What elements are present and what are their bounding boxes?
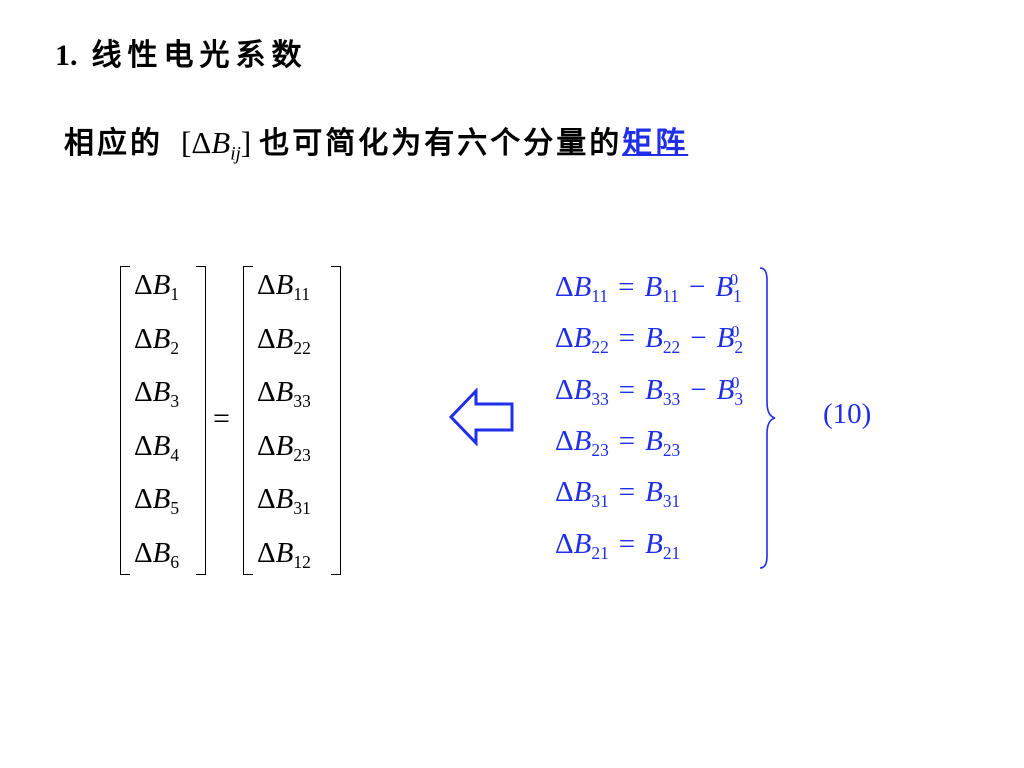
equals-operator: =: [618, 527, 636, 560]
equation-row: ΔB21 = B21: [555, 528, 680, 564]
left-vector-entry: ΔB3: [134, 376, 179, 412]
right-vector-entry: ΔB11: [257, 269, 310, 305]
b-term: B20: [716, 321, 744, 358]
delta-b-symbol: ΔB23: [257, 429, 311, 465]
right-bracket: [196, 266, 206, 575]
hollow-left-arrow-icon: [448, 388, 514, 446]
delta-b-symbol: ΔB4: [134, 429, 180, 465]
b-term: ΔB23: [555, 424, 609, 460]
sentence-suffix: 也可简化为有六个分量的: [259, 126, 623, 161]
b-term: B30: [716, 373, 744, 409]
slide-heading: 1. 线性电光系数: [55, 30, 308, 74]
equals-operator: =: [618, 476, 636, 508]
equation-row: ΔB31 = B31: [555, 476, 680, 512]
minus-operator: −: [690, 373, 707, 406]
right-vector-entry: ΔB33: [257, 376, 311, 412]
delta-b-symbol: ΔB31: [257, 483, 311, 519]
b-term: B23: [645, 424, 681, 460]
delta-b-ij-symbol: [ΔBij]: [181, 125, 252, 165]
b-term: ΔB22: [555, 322, 609, 358]
left-vector-entry: ΔB5: [134, 483, 179, 519]
equation-number: (10): [823, 398, 872, 430]
minus-operator: −: [690, 322, 707, 355]
left-vector-entry: ΔB6: [134, 537, 179, 573]
equation-row: ΔB22 = B22−B20: [555, 321, 744, 359]
equals-operator: =: [618, 322, 636, 355]
delta-b-symbol: ΔB5: [134, 483, 180, 519]
delta-b-symbol: ΔB22: [257, 322, 311, 358]
delta-b-symbol: ΔB11: [257, 269, 311, 305]
left-bracket: [120, 266, 130, 575]
delta-b-symbol: ΔB33: [257, 376, 311, 412]
equals-operator: =: [618, 270, 635, 303]
right-vector-entry: ΔB23: [257, 430, 311, 466]
equals-operator: =: [618, 424, 636, 457]
right-bracket: [331, 266, 341, 575]
b-term: ΔB31: [555, 476, 609, 512]
delta-b-symbol: ΔB1: [134, 269, 180, 305]
right-vector-entry: ΔB31: [257, 483, 311, 519]
equals-sign: =: [213, 402, 230, 435]
delta-b-symbol: ΔB6: [134, 536, 180, 572]
delta-b-symbol: ΔB3: [134, 376, 180, 412]
delta-b-symbol: ΔB12: [257, 536, 311, 572]
delta-b-symbol: ΔB2: [134, 322, 180, 358]
b-term: ΔB33: [555, 373, 609, 409]
left-vector-entry: ΔB2: [134, 323, 179, 359]
b-term: ΔB21: [555, 527, 609, 563]
equation-row: ΔB33 = B33−B30: [555, 373, 744, 410]
equation-row: ΔB23 = B23: [555, 425, 680, 461]
matrix-link[interactable]: 矩阵: [622, 126, 689, 161]
intro-sentence: 相应的 [ΔBij]也可简化为有六个分量的矩阵: [64, 118, 688, 166]
heading-number: 1.: [55, 39, 78, 72]
left-vector-entry: ΔB1: [134, 269, 179, 305]
b-term: B11: [644, 270, 679, 306]
left-vector-entry: ΔB4: [134, 430, 179, 466]
right-vector-entry: ΔB12: [257, 537, 311, 573]
sentence-prefix: 相应的: [64, 126, 163, 161]
equals-operator: =: [618, 373, 636, 406]
equation-row: ΔB11 = B11−B10: [555, 270, 742, 307]
b-term: ΔB11: [555, 270, 609, 306]
b-term: B10: [715, 270, 742, 306]
left-bracket: [243, 266, 253, 575]
right-vector-entry: ΔB22: [257, 323, 311, 359]
b-term: B21: [645, 527, 681, 563]
b-term: B33: [645, 373, 681, 409]
b-term: B22: [645, 322, 681, 358]
minus-operator: −: [688, 270, 706, 303]
heading-title: 线性电光系数: [91, 38, 308, 73]
b-term: B31: [645, 476, 681, 512]
right-curly-brace-icon: [759, 267, 776, 569]
